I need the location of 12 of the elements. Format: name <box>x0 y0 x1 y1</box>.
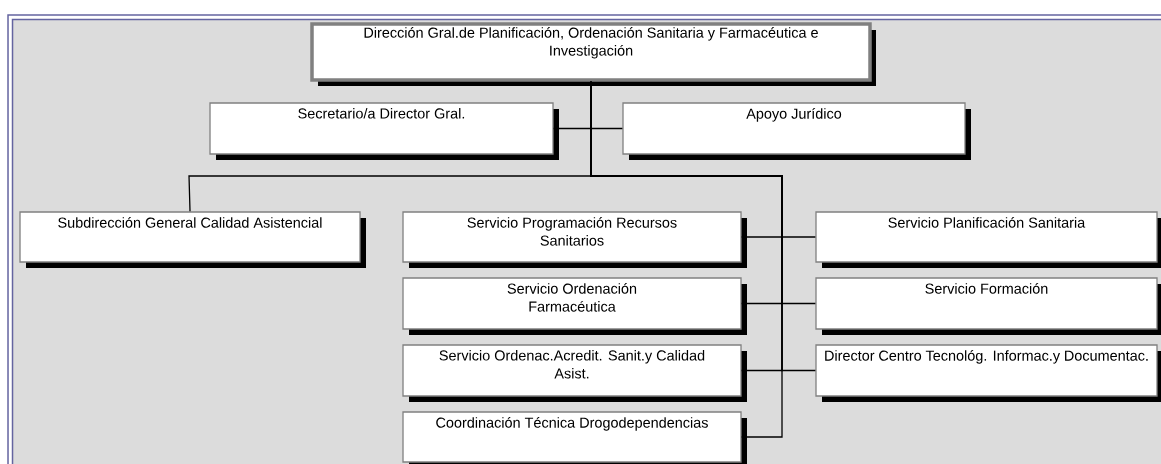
org-box: Servicio Programación Recursos Sanitarios <box>402 211 747 268</box>
connector-line <box>590 81 783 438</box>
org-box: Subdirección General Calidad Asistencial <box>19 211 366 268</box>
org-box: Apoyo Jurídico <box>622 102 971 160</box>
org-box: Coordinación Técnica Drogodependencias <box>402 411 747 464</box>
org-box: Servicio Ordenac.Acredit. Sanit.y Calidad Asist. <box>402 344 747 402</box>
org-box: Servicio Formación <box>815 277 1161 335</box>
org-box: Servicio Planificación Sanitaria <box>815 211 1161 268</box>
org-box: Dirección Gral.de Planificación, Ordenación Sanitaria y Farmacéutica e Investigación <box>310 22 876 86</box>
org-box: Servicio Ordenación Farmacéutica <box>402 277 747 335</box>
org-box: Director Centro Tecnológ. Informac.y Documentac. <box>815 344 1161 402</box>
org-box: Secretario/a Director Gral. <box>209 102 559 160</box>
